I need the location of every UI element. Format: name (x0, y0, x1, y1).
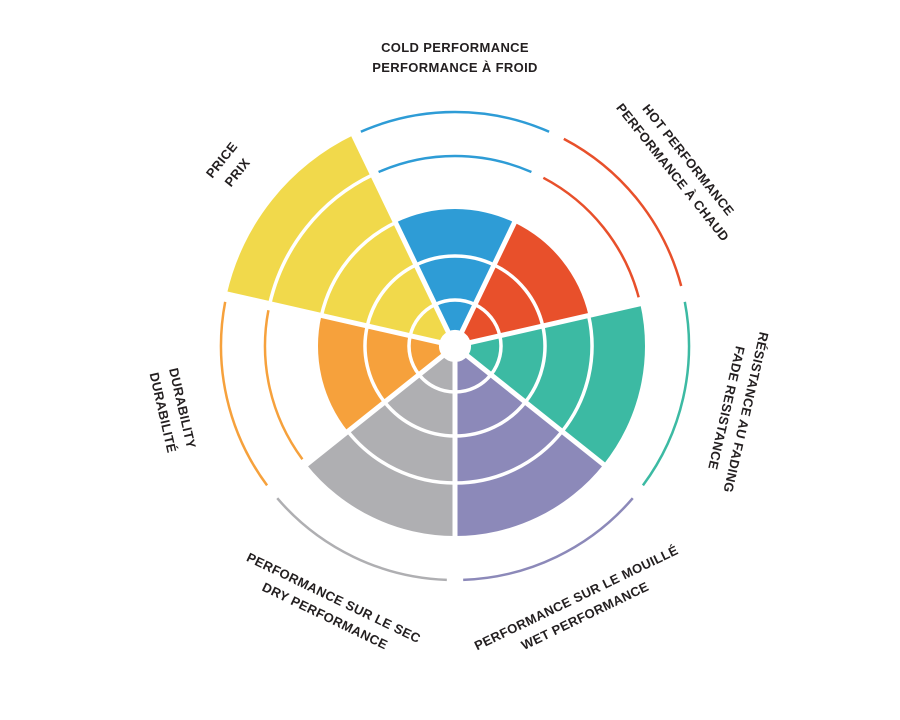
ring-divider-price-3 (319, 220, 397, 316)
sector-fill-cold-performance (395, 209, 515, 332)
ring-divider-wet-performance-3 (454, 430, 564, 485)
level-arc-wet-performance-5 (463, 497, 634, 582)
ring-divider-wet-performance-2 (454, 401, 527, 438)
ring-divider-cold-performance-1 (434, 298, 476, 307)
ring-divider-fade-resistance-2 (523, 325, 547, 404)
level-arc-fade-resistance-5 (641, 301, 691, 487)
level-arc-durability-5 (219, 301, 269, 487)
sector-separator-3 (459, 349, 649, 502)
ring-dividers (268, 173, 594, 485)
center-hub (441, 332, 469, 360)
ring-divider-dry-performance-2 (383, 401, 456, 438)
level-arc-dry-performance-5 (276, 497, 447, 582)
ring-divider-hot-performance-2 (493, 263, 545, 327)
remaining-level-arcs (219, 110, 691, 582)
sector-fill-price (226, 135, 449, 343)
sector-separators (214, 123, 696, 592)
sector-separator-5 (261, 349, 451, 502)
sector-fill-durability (317, 315, 443, 432)
ring-divider-hot-performance-1 (474, 302, 502, 337)
ring-divider-price-4 (268, 173, 374, 305)
sector-fill-wet-performance (455, 355, 604, 536)
ring-divider-dry-performance-3 (346, 430, 456, 485)
ring-divider-durability-2 (363, 325, 387, 404)
ring-divider-price-1 (408, 302, 436, 337)
sector-separator-7 (346, 123, 454, 340)
level-arc-durability-4 (263, 309, 304, 460)
ring-divider-cold-performance-2 (415, 254, 495, 267)
label-line-wet-performance-top: PERFORMANCE SUR LE MOUILLÉ (472, 542, 681, 653)
ring-divider-fade-resistance-1 (489, 335, 503, 376)
sector-separator-1 (456, 123, 564, 340)
level-arc-hot-performance-4 (542, 176, 640, 298)
label-line-cold-performance-bottom: PERFORMANCE À FROID (372, 60, 538, 75)
sector-fill-fade-resistance (467, 303, 646, 465)
label-cold-performance: COLD PERFORMANCE PERFORMANCE À FROID (372, 40, 538, 75)
sector-separator-6 (214, 288, 448, 347)
sector-fill-dry-performance (306, 355, 455, 536)
level-arc-hot-performance-5 (563, 137, 683, 287)
sector-separator-2 (462, 288, 696, 347)
sector-fills (226, 135, 646, 536)
level-arc-cold-performance-4 (378, 154, 532, 174)
sector-fill-hot-performance (461, 222, 589, 343)
label-line-hot-performance-bottom: PERFORMANCE À CHAUD (613, 100, 732, 244)
ring-divider-wet-performance-1 (454, 373, 493, 394)
ring-divider-dry-performance-1 (417, 373, 456, 394)
level-arc-cold-performance-5 (360, 110, 550, 133)
label-line-cold-performance-top: COLD PERFORMANCE (381, 40, 529, 55)
ring-divider-durability-1 (407, 335, 421, 376)
ring-divider-price-2 (365, 263, 417, 327)
ring-divider-fade-resistance-3 (560, 315, 594, 433)
